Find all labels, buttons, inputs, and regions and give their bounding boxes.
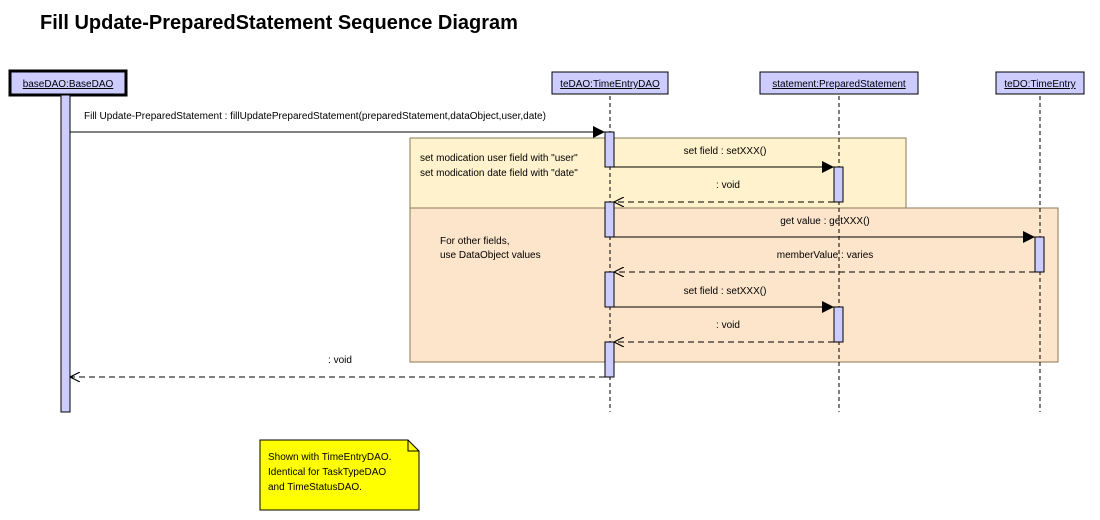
activation-statement-1 bbox=[833, 166, 844, 203]
activation-tedao-4 bbox=[604, 341, 615, 378]
return-void-3-label: : void bbox=[328, 355, 352, 366]
note-line-1: Shown with TimeEntryDAO. bbox=[268, 452, 391, 463]
svg-text:statement:PreparedStatement: statement:PreparedStatement bbox=[772, 79, 906, 90]
object-tedao[interactable]: teDAO:TimeEntryDAO bbox=[551, 71, 669, 95]
region-1-line-2: set modication date field with "date" bbox=[420, 168, 578, 179]
activation-statement-2 bbox=[833, 306, 844, 343]
message-get-value-label: get value : getXXX() bbox=[780, 216, 870, 227]
object-basedao[interactable]: baseDAO:BaseDAO bbox=[8, 69, 128, 97]
activation-tedao-2 bbox=[604, 201, 615, 238]
note: Shown with TimeEntryDAO. Identical for T… bbox=[259, 439, 420, 511]
region-2-line-2: use DataObject values bbox=[440, 250, 541, 261]
return-member-value-label: memberValue : varies bbox=[777, 250, 874, 261]
object-tedo[interactable]: teDO:TimeEntry bbox=[995, 71, 1085, 95]
message-set-field-1-label: set field : setXXX() bbox=[684, 146, 767, 157]
activation-tedao-3 bbox=[604, 271, 615, 308]
note-line-2: Identical for TaskTypeDAO bbox=[268, 467, 386, 478]
return-void-2-label: : void bbox=[716, 320, 740, 331]
object-statement[interactable]: statement:PreparedStatement bbox=[759, 71, 919, 95]
region-user-date bbox=[409, 137, 907, 209]
message-set-field-2-label: set field : setXXX() bbox=[684, 286, 767, 297]
return-void-1-label: : void bbox=[716, 180, 740, 191]
region-other-fields bbox=[409, 207, 1059, 363]
diagram-title: Fill Update-PreparedStatement Sequence D… bbox=[40, 12, 518, 34]
svg-text:baseDAO:BaseDAO: baseDAO:BaseDAO bbox=[23, 79, 114, 90]
svg-text:teDAO:TimeEntryDAO: teDAO:TimeEntryDAO bbox=[560, 79, 660, 90]
region-2-line-1: For other fields, bbox=[440, 236, 509, 247]
note-line-3: and TimeStatusDAO. bbox=[268, 482, 362, 493]
activation-tedao-1 bbox=[604, 131, 615, 168]
region-1-line-1: set modication user field with "user" bbox=[420, 153, 578, 164]
activation-basedao bbox=[60, 94, 71, 413]
message-fill-update-label: Fill Update-PreparedStatement : fillUpda… bbox=[84, 111, 546, 122]
svg-text:teDO:TimeEntry: teDO:TimeEntry bbox=[1004, 79, 1075, 90]
activation-tedo bbox=[1034, 236, 1045, 273]
